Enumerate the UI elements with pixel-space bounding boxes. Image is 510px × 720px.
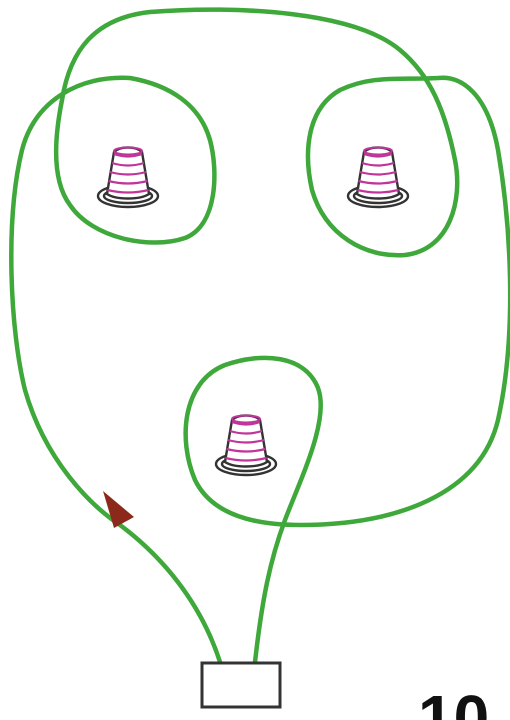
start-position-box	[202, 663, 280, 707]
cone-icon	[98, 148, 158, 208]
cone-icon	[216, 416, 276, 476]
cone-icon	[348, 148, 408, 208]
direction-arrow-icon	[103, 491, 134, 528]
drill-number: 10	[418, 682, 489, 720]
running-path	[11, 10, 510, 662]
path-right-leg	[11, 10, 510, 662]
